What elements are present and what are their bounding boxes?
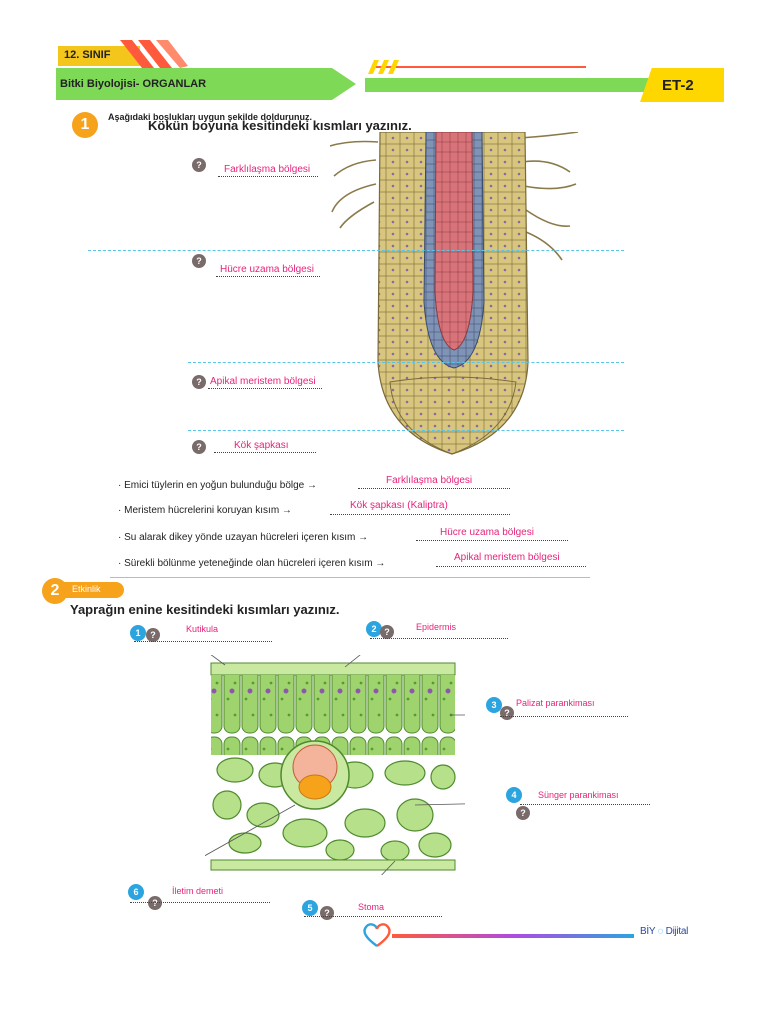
leaf-label-5: Stoma	[358, 902, 385, 912]
section-title: Yaprağın enine kesitindeki kısımları yaz…	[70, 602, 340, 617]
section-title: Kökün boyuna kesitindeki kısmları yazını…	[148, 118, 412, 133]
zone-line	[188, 430, 624, 431]
question-icon: ?	[192, 440, 206, 454]
question-row: · Sürekli bölünme yeteneğinde olan hücre…	[118, 558, 386, 569]
title-bar	[56, 68, 356, 100]
leaf-label-2: Epidermis	[416, 622, 457, 632]
zone-line	[88, 250, 624, 251]
code-badge	[640, 68, 724, 102]
answer-line	[436, 566, 586, 567]
question-answer: Apikal meristem bölgesi	[454, 552, 560, 563]
question-icon: ?	[516, 806, 530, 820]
header-right-bar	[365, 78, 723, 92]
label-number: 5	[302, 900, 318, 916]
leaf-label-4: Sünger parankiması	[538, 790, 619, 800]
answer-line	[520, 804, 650, 805]
question-answer: Hücre uzama bölgesi	[440, 527, 534, 538]
answer-line	[500, 716, 628, 717]
answer-line	[304, 916, 442, 917]
question-answer: Farklılaşma bölgesi	[386, 475, 473, 486]
question-answer: Kök şapkası (Kaliptra)	[350, 500, 448, 511]
section-number: 1	[72, 112, 98, 138]
leaf-label-1: Kutikula	[186, 624, 219, 634]
label-number: 3	[486, 697, 502, 713]
question-row: · Emici tüylerin en yoğun bulunduğu bölg…	[118, 480, 318, 491]
label-number: 1	[130, 625, 146, 641]
divider	[110, 577, 590, 578]
answer-line	[330, 514, 510, 515]
answer-line	[134, 641, 272, 642]
answer-line	[214, 452, 316, 453]
question-icon: ?	[500, 706, 514, 720]
root-label-3: Apikal meristem bölgesi	[210, 376, 316, 387]
question-row: · Su alarak dikey yönde uzayan hücreleri…	[118, 532, 369, 543]
leaf-label-6: İletim demeti	[172, 886, 224, 896]
answer-line	[130, 902, 270, 903]
answer-line	[216, 276, 320, 277]
question-icon: ?	[192, 158, 206, 172]
label-number: 6	[128, 884, 144, 900]
code-text: ET-2	[662, 77, 694, 94]
label-number: 4	[506, 787, 522, 803]
grade-tag: 12. SINIF	[58, 46, 140, 66]
answer-line	[370, 638, 508, 639]
answer-line	[416, 540, 568, 541]
footer-brand: BİY ◌ Dijital	[640, 926, 689, 937]
question-icon: ?	[192, 375, 206, 389]
activity-tag: Etkinlik	[62, 582, 124, 598]
question-icon: ?	[148, 896, 162, 910]
question-icon: ?	[380, 625, 394, 639]
root-label-2: Hücre uzama bölgesi	[220, 264, 314, 275]
answer-line	[358, 488, 510, 489]
header-stripes-icon	[120, 40, 188, 68]
leaf-diagram	[205, 655, 465, 875]
label-number: 2	[366, 621, 382, 637]
instruction-text: Aşağıdaki boşlukları uygun şekilde doldu…	[108, 112, 313, 122]
root-diagram	[330, 132, 579, 455]
footer-bar	[392, 934, 634, 938]
question-icon: ?	[146, 628, 160, 642]
root-label-1: Farklılaşma bölgesi	[224, 164, 311, 175]
stripes-icon	[368, 60, 399, 74]
heart-logo-icon	[363, 923, 391, 947]
page-title: Bitki Biyolojisi- ORGANLAR	[60, 78, 207, 90]
header-divider	[372, 66, 586, 68]
root-label-4: Kök şapkası	[234, 440, 289, 451]
answer-line	[208, 388, 322, 389]
leaf-label-3: Palizat parankiması	[516, 698, 595, 708]
question-icon: ?	[320, 906, 334, 920]
zone-line	[188, 362, 624, 363]
section-number: 2	[42, 578, 68, 604]
question-icon: ?	[192, 254, 206, 268]
question-row: · Meristem hücrelerini koruyan kısım →	[118, 505, 292, 516]
answer-line	[218, 176, 318, 177]
